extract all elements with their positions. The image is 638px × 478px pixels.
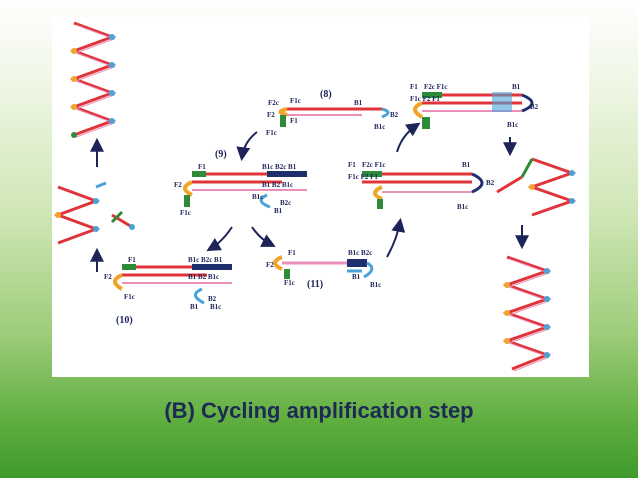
label-b1-b2-b1c-9: B1 B2 B1c [262, 181, 293, 189]
label-b1c-b2c-11: B1c B2c [348, 249, 372, 257]
label-f2-10: F2 [104, 273, 112, 281]
label-f1c-10: F1c [124, 293, 135, 301]
label-b1c-tr: B1c [507, 121, 518, 129]
label-b1c-10: B1c [210, 303, 221, 311]
step-label-9: (9) [215, 149, 227, 160]
label-f1c-11: F1c [284, 279, 295, 287]
label-b1-11: B1 [352, 273, 361, 281]
label-f1-11: F1 [288, 249, 296, 257]
arrow-11-to-mid-right [386, 217, 406, 258]
zigzag-product-left-bottom [53, 181, 135, 245]
label-f2-9: F2 [174, 181, 182, 189]
structure-mid-right: F1 F2c F1c F1c F2 F1 B1 B2 B1c [348, 161, 495, 211]
label-b2-tr: B2 [530, 103, 539, 111]
label-b2c-9: B2c [280, 199, 291, 207]
label-b1-tr: B1 [512, 83, 521, 91]
label-f1-tr: F1 [410, 83, 418, 91]
zigzag-product-right-bottom [502, 255, 552, 372]
structure-10: F1 F2 B1c B2c B1 B1 B2 B1c F1c B2 B1 B1c… [104, 256, 232, 326]
label-b2-10: B2 [208, 295, 217, 303]
label-b1c-mr: B1c [457, 203, 468, 211]
arrow-9-to-10 [206, 226, 233, 252]
arrow-9-to-11 [251, 226, 276, 247]
step-label-11: (11) [307, 279, 323, 290]
label-f2c: F2c [268, 99, 279, 107]
structure-8: (8) F2c F1c F2 F1 F1c B1 B2 B1c [266, 89, 399, 137]
label-b2-mr: B2 [486, 179, 495, 187]
zigzag-product-left-top [69, 21, 117, 138]
label-b1: B1 [354, 99, 363, 107]
slide-caption: (B) Cycling amplification step [164, 398, 474, 423]
label-f1-10: F1 [128, 256, 136, 264]
label-b1-b2-b1c-10: B1 B2 B1c [188, 273, 219, 281]
label-b1c: B1c [374, 123, 385, 131]
label-b1c-b2c-b1-10: B1c B2c B1 [188, 256, 223, 264]
label-b1-10: B1 [190, 303, 199, 311]
label-f1c: F1c [290, 97, 301, 105]
label-f1c-b: F1c [266, 129, 277, 137]
structure-11: F1 F2 F1c B1c B2c B1 B1c (11) [266, 249, 381, 290]
label-f2c-f1c-mr: F2c F1c [362, 161, 386, 169]
label-f2c-tr: F2c F1c [424, 83, 448, 91]
label-f1-9: F1 [198, 163, 206, 171]
label-b1c-11: B1c [370, 281, 381, 289]
step-label-8: (8) [320, 89, 332, 100]
label-b2: B2 [390, 111, 399, 119]
label-f1-mr: F1 [348, 161, 356, 169]
label-f1c-f2-f1-tr: F1c F2 F1 [410, 95, 440, 103]
step-label-10: (10) [116, 315, 133, 326]
structure-top-right: F1 F2c F1c F1c F2 F1 B1 B2 B1c [410, 83, 539, 129]
label-b1c-b2c-b1-9: B1c B2c B1 [262, 163, 297, 171]
arrow-to-top-right [396, 122, 421, 153]
arrow-9-to-8 [236, 131, 258, 162]
label-f2: F2 [267, 111, 275, 119]
lamp-cycling-diagram: (8) F2c F1c F2 F1 F1c B1 B2 B1c [52, 17, 589, 377]
diagram-canvas: (8) F2c F1c F2 F1 F1c B1 B2 B1c [53, 21, 577, 372]
label-f1: F1 [290, 117, 298, 125]
zigzag-product-right-top [496, 157, 577, 217]
label-b1c-9: B1c [252, 193, 263, 201]
label-f2-11: F2 [266, 261, 274, 269]
label-f1c-9: F1c [180, 209, 191, 217]
structure-9: (9) F1 F2 B1c B2c B1 B1 B2 B1c B1c B2c B… [174, 149, 307, 217]
label-b1-9: B1 [274, 207, 283, 215]
label-b1-mr: B1 [462, 161, 471, 169]
label-f1c-f2-f1-mr: F1c F2 F1 [348, 173, 378, 181]
